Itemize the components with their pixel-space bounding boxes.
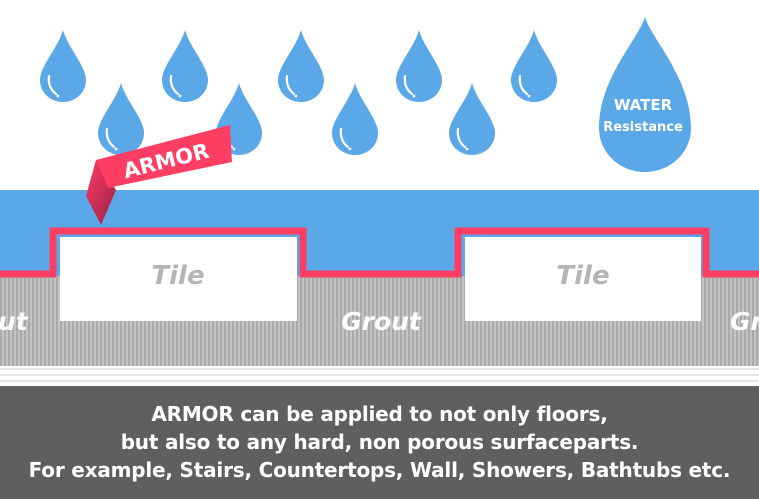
- grout-label: ut: [0, 307, 29, 336]
- tile-right: [465, 237, 701, 321]
- badge-subtitle: Resistance: [603, 120, 683, 135]
- armor-coating-line: [0, 227, 759, 278]
- grout-label: Grout: [341, 307, 422, 336]
- tile-label: Tile: [151, 261, 204, 291]
- water-drop-icon: [40, 30, 86, 102]
- caption-line: but also to any hard, non porous surface…: [120, 430, 639, 454]
- water-drop-icon: [449, 83, 495, 155]
- water-drop-icon: [332, 83, 378, 155]
- water-drop-icon: [396, 30, 442, 102]
- badge-title: WATER: [614, 96, 673, 114]
- water-drop-icon: [278, 30, 324, 102]
- tile-label: Tile: [556, 261, 609, 291]
- water-resistance-drop-icon: [599, 17, 691, 172]
- grout-label: Gr: [730, 307, 759, 336]
- caption-line: ARMOR can be applied to not only floors,: [151, 402, 608, 426]
- water-drop-icon: [98, 83, 144, 155]
- caption-line: For example, Stairs, Countertops, Wall, …: [28, 458, 731, 482]
- water-drop-icon: [162, 30, 208, 102]
- tile-left: [60, 237, 297, 321]
- caption-banner: ARMOR can be applied to not only floors,…: [0, 386, 759, 499]
- water-drop-icon: [511, 30, 557, 102]
